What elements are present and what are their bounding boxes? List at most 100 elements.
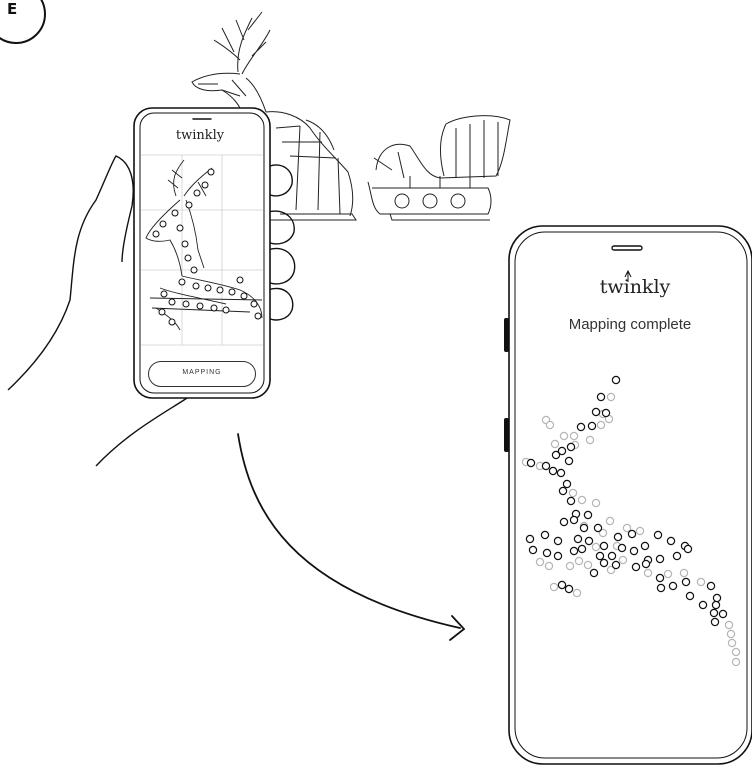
led-point [606, 565, 616, 575]
led-point [698, 600, 708, 610]
led-point [712, 593, 722, 603]
led-point [653, 530, 663, 540]
mapping-button-label: MAPPING [182, 369, 222, 376]
led-point [706, 581, 716, 591]
led-point [583, 510, 593, 520]
led-point [551, 450, 561, 460]
led-point [577, 495, 587, 505]
led-point [655, 573, 665, 583]
led-point [548, 466, 558, 476]
led-point [542, 548, 552, 558]
led-point [559, 431, 569, 441]
led-point [731, 657, 741, 667]
led-point [726, 629, 736, 639]
led-point [556, 468, 566, 478]
led-point [599, 541, 609, 551]
led-point [606, 392, 616, 402]
led-point [611, 375, 621, 385]
led-point [566, 442, 576, 452]
led-point [629, 546, 639, 556]
led-point [593, 523, 603, 533]
led-point [640, 541, 650, 551]
led-point [576, 422, 586, 432]
led-point [569, 515, 579, 525]
led-point [656, 583, 666, 593]
led-point [550, 439, 560, 449]
led-point [641, 559, 651, 569]
led-point [528, 545, 538, 555]
twinkly-logo-icon [624, 269, 632, 282]
led-point [585, 435, 595, 445]
led-point [577, 544, 587, 554]
led-point [627, 529, 637, 539]
led-point [668, 581, 678, 591]
led-point [591, 498, 601, 508]
mapping-button[interactable]: MAPPING [148, 361, 256, 387]
led-point [601, 408, 611, 418]
led-point [655, 554, 665, 564]
led-point [564, 584, 574, 594]
led-point [613, 532, 623, 542]
led-point [557, 580, 567, 590]
step-letter: E [7, 0, 18, 18]
led-point [549, 582, 559, 592]
led-point [583, 560, 593, 570]
brand-logo-small: twinkly [175, 128, 225, 143]
led-point [696, 577, 706, 587]
brand-logo-large: twinkly [599, 276, 671, 298]
led-point [541, 461, 551, 471]
led-point [569, 431, 579, 441]
led-point [631, 562, 641, 572]
led-point [573, 534, 583, 544]
led-point [569, 546, 579, 556]
led-point [711, 600, 721, 610]
led-point [685, 591, 695, 601]
led-point [672, 551, 682, 561]
led-point [587, 421, 597, 431]
led-point [596, 420, 606, 430]
led-point [666, 536, 676, 546]
reindeer-icon [191, 11, 357, 221]
led-point [607, 551, 617, 561]
led-map [521, 375, 741, 667]
led-point [596, 392, 606, 402]
led-point [683, 544, 693, 554]
led-point [611, 560, 621, 570]
led-point [617, 543, 627, 553]
led-point [643, 568, 653, 578]
led-point [599, 558, 609, 568]
led-point [724, 620, 734, 630]
led-point [591, 407, 601, 417]
led-point [525, 534, 535, 544]
led-point [710, 617, 720, 627]
led-point [605, 516, 615, 526]
led-point [558, 486, 568, 496]
led-point [679, 568, 689, 578]
led-point [681, 577, 691, 587]
led-point [731, 647, 741, 657]
led-point [544, 561, 554, 571]
led-point [553, 551, 563, 561]
led-point [635, 526, 645, 536]
led-point [535, 557, 545, 567]
hand-icon [7, 155, 296, 467]
led-point [553, 536, 563, 546]
arrow-icon [237, 433, 466, 641]
led-point [591, 542, 601, 552]
led-point [526, 458, 536, 468]
phone-result [504, 225, 752, 765]
led-point [565, 561, 575, 571]
sleigh-icon [367, 115, 511, 221]
led-point [572, 588, 582, 598]
led-point [574, 556, 584, 566]
phone-scanning [133, 107, 271, 399]
led-point [568, 488, 578, 498]
led-point [709, 608, 719, 618]
mapping-status-heading: Mapping complete [568, 316, 692, 333]
led-point [618, 555, 628, 565]
led-point [663, 569, 673, 579]
led-point [584, 536, 594, 546]
led-point [622, 523, 632, 533]
led-point [589, 568, 599, 578]
